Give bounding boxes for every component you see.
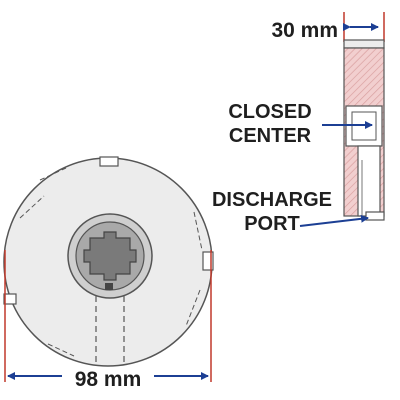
keyed-bore — [83, 231, 137, 281]
section-top-cap — [343, 39, 385, 49]
closed-center-label-line2: CENTER — [229, 125, 312, 147]
diameter-dimension-label: 98 mm — [75, 368, 142, 391]
discharge-port-label-line2: PORT — [244, 213, 300, 235]
section-bottom-step — [365, 211, 385, 221]
discharge-port-label-line1: DISCHARGE — [212, 189, 332, 211]
disc-left-notch — [3, 293, 17, 305]
hidden-line-bottom-left — [47, 343, 75, 357]
hidden-line-right-bottom — [185, 289, 201, 327]
width-dimension-label: 30 mm — [271, 19, 338, 42]
disc-right-notch — [202, 251, 214, 271]
front-disc-view — [3, 156, 214, 367]
disc-top-notch — [99, 156, 119, 167]
hidden-line-top-left — [39, 167, 67, 181]
closed-center-label-line1: CLOSED — [228, 101, 311, 123]
bore-port-marker — [105, 283, 113, 290]
hidden-line-left — [19, 195, 45, 219]
discharge-port-leader — [299, 214, 369, 227]
hidden-line-right-top — [193, 211, 203, 251]
discharge-channel — [357, 145, 381, 217]
side-section-view — [343, 12, 385, 221]
